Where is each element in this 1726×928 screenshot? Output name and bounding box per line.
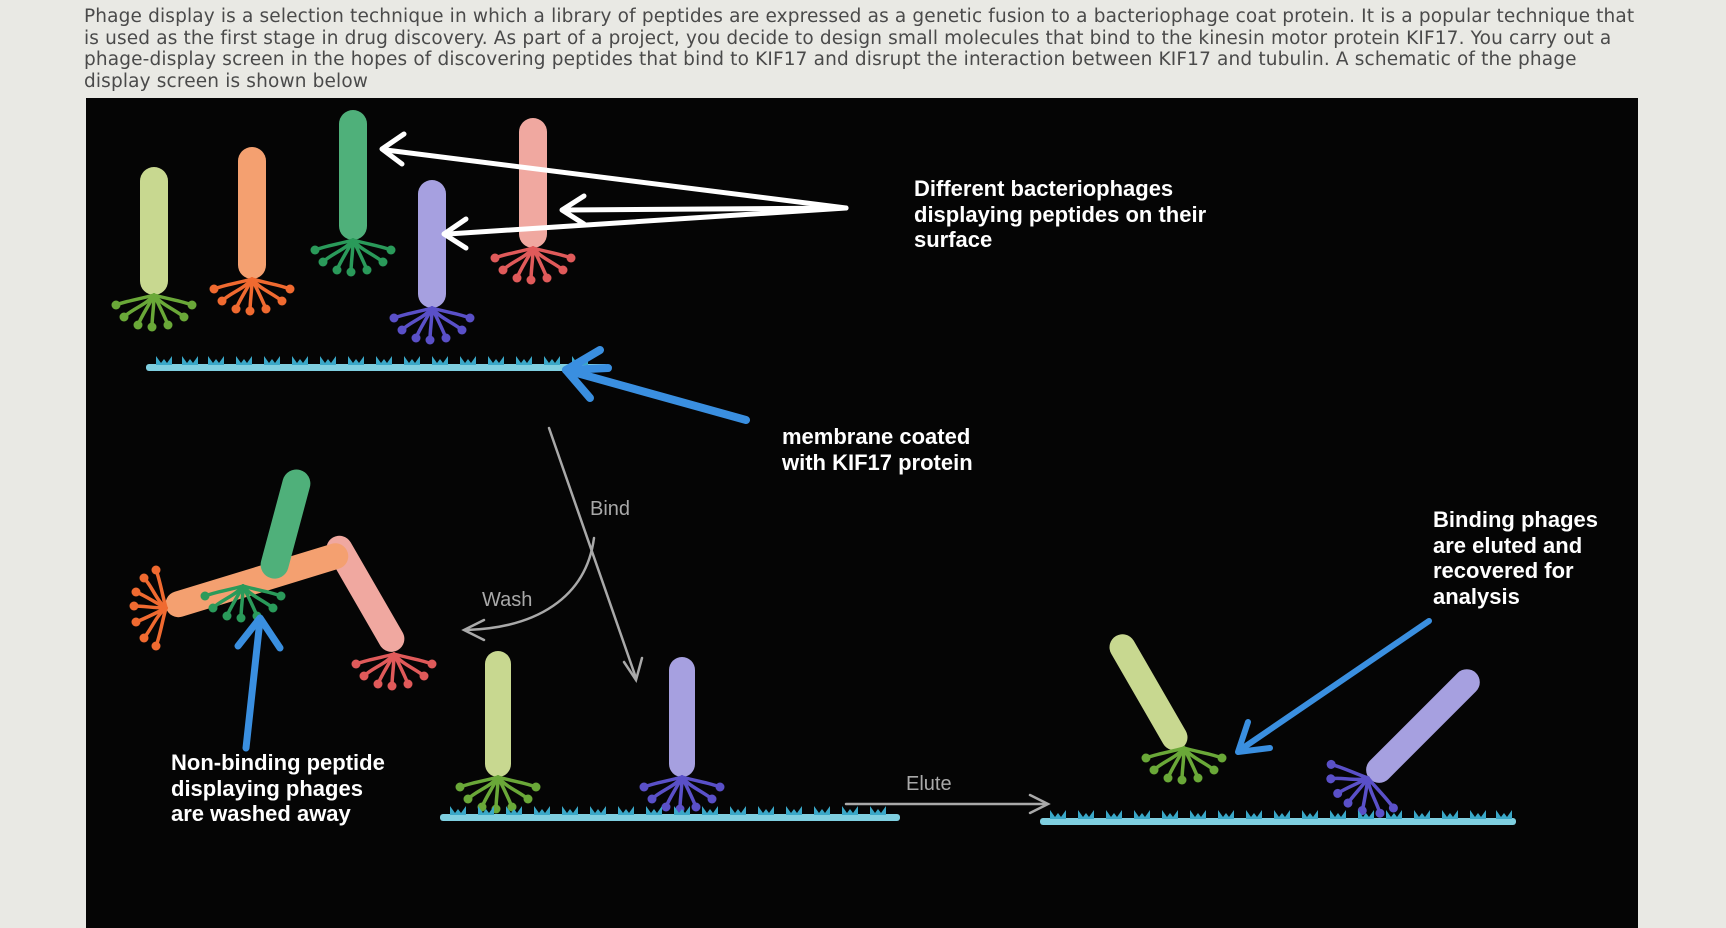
schematic-drawing xyxy=(109,110,1516,835)
washed-away-phages xyxy=(127,469,439,693)
top-membrane xyxy=(146,356,608,371)
bind-step-label: Bind xyxy=(590,498,631,520)
phage-yellow-green xyxy=(109,167,199,334)
binding-label: Binding phages are eluted and recovered … xyxy=(1433,507,1598,609)
membrane-pointer-arrow xyxy=(562,346,750,424)
binding-pointer-arrow xyxy=(1235,618,1432,755)
phage-orange xyxy=(207,147,297,318)
callout-arrows xyxy=(379,131,849,251)
elute-arrow xyxy=(844,793,1051,815)
phage-library xyxy=(109,110,578,347)
non-binding-pointer-arrow xyxy=(234,614,284,752)
bound-phages xyxy=(453,651,727,816)
bind-arrow xyxy=(547,426,644,683)
membrane-label: membrane coated with KIF17 protein xyxy=(782,424,973,475)
washed-pink-phage xyxy=(326,535,439,693)
phage-pink xyxy=(488,118,578,287)
bound-yellow-green-phage xyxy=(453,651,543,816)
phage-display-schematic: Different bacteriophages displaying pept… xyxy=(86,98,1638,928)
intro-text: Phage display is a selection technique i… xyxy=(84,6,1635,92)
bound-membrane xyxy=(440,806,900,821)
eluted-purple-phage xyxy=(1310,669,1480,835)
elute-step-label: Elute xyxy=(906,773,952,795)
wash-step-label: Wash xyxy=(482,589,533,611)
wash-arrow xyxy=(461,536,596,642)
phage-green xyxy=(308,110,398,279)
washed-orange-phage xyxy=(127,543,349,653)
bound-purple-phage xyxy=(637,657,727,816)
phage-purple xyxy=(387,180,477,347)
eluted-membrane xyxy=(1040,810,1516,825)
non-binding-label: Non-binding peptide displaying phages ar… xyxy=(171,750,385,826)
eluted-phages xyxy=(1109,634,1480,835)
eluted-yellow-green-phage xyxy=(1109,634,1229,787)
washed-green-phage xyxy=(198,469,311,625)
different-phages-label: Different bacteriophages displaying pept… xyxy=(914,176,1207,252)
